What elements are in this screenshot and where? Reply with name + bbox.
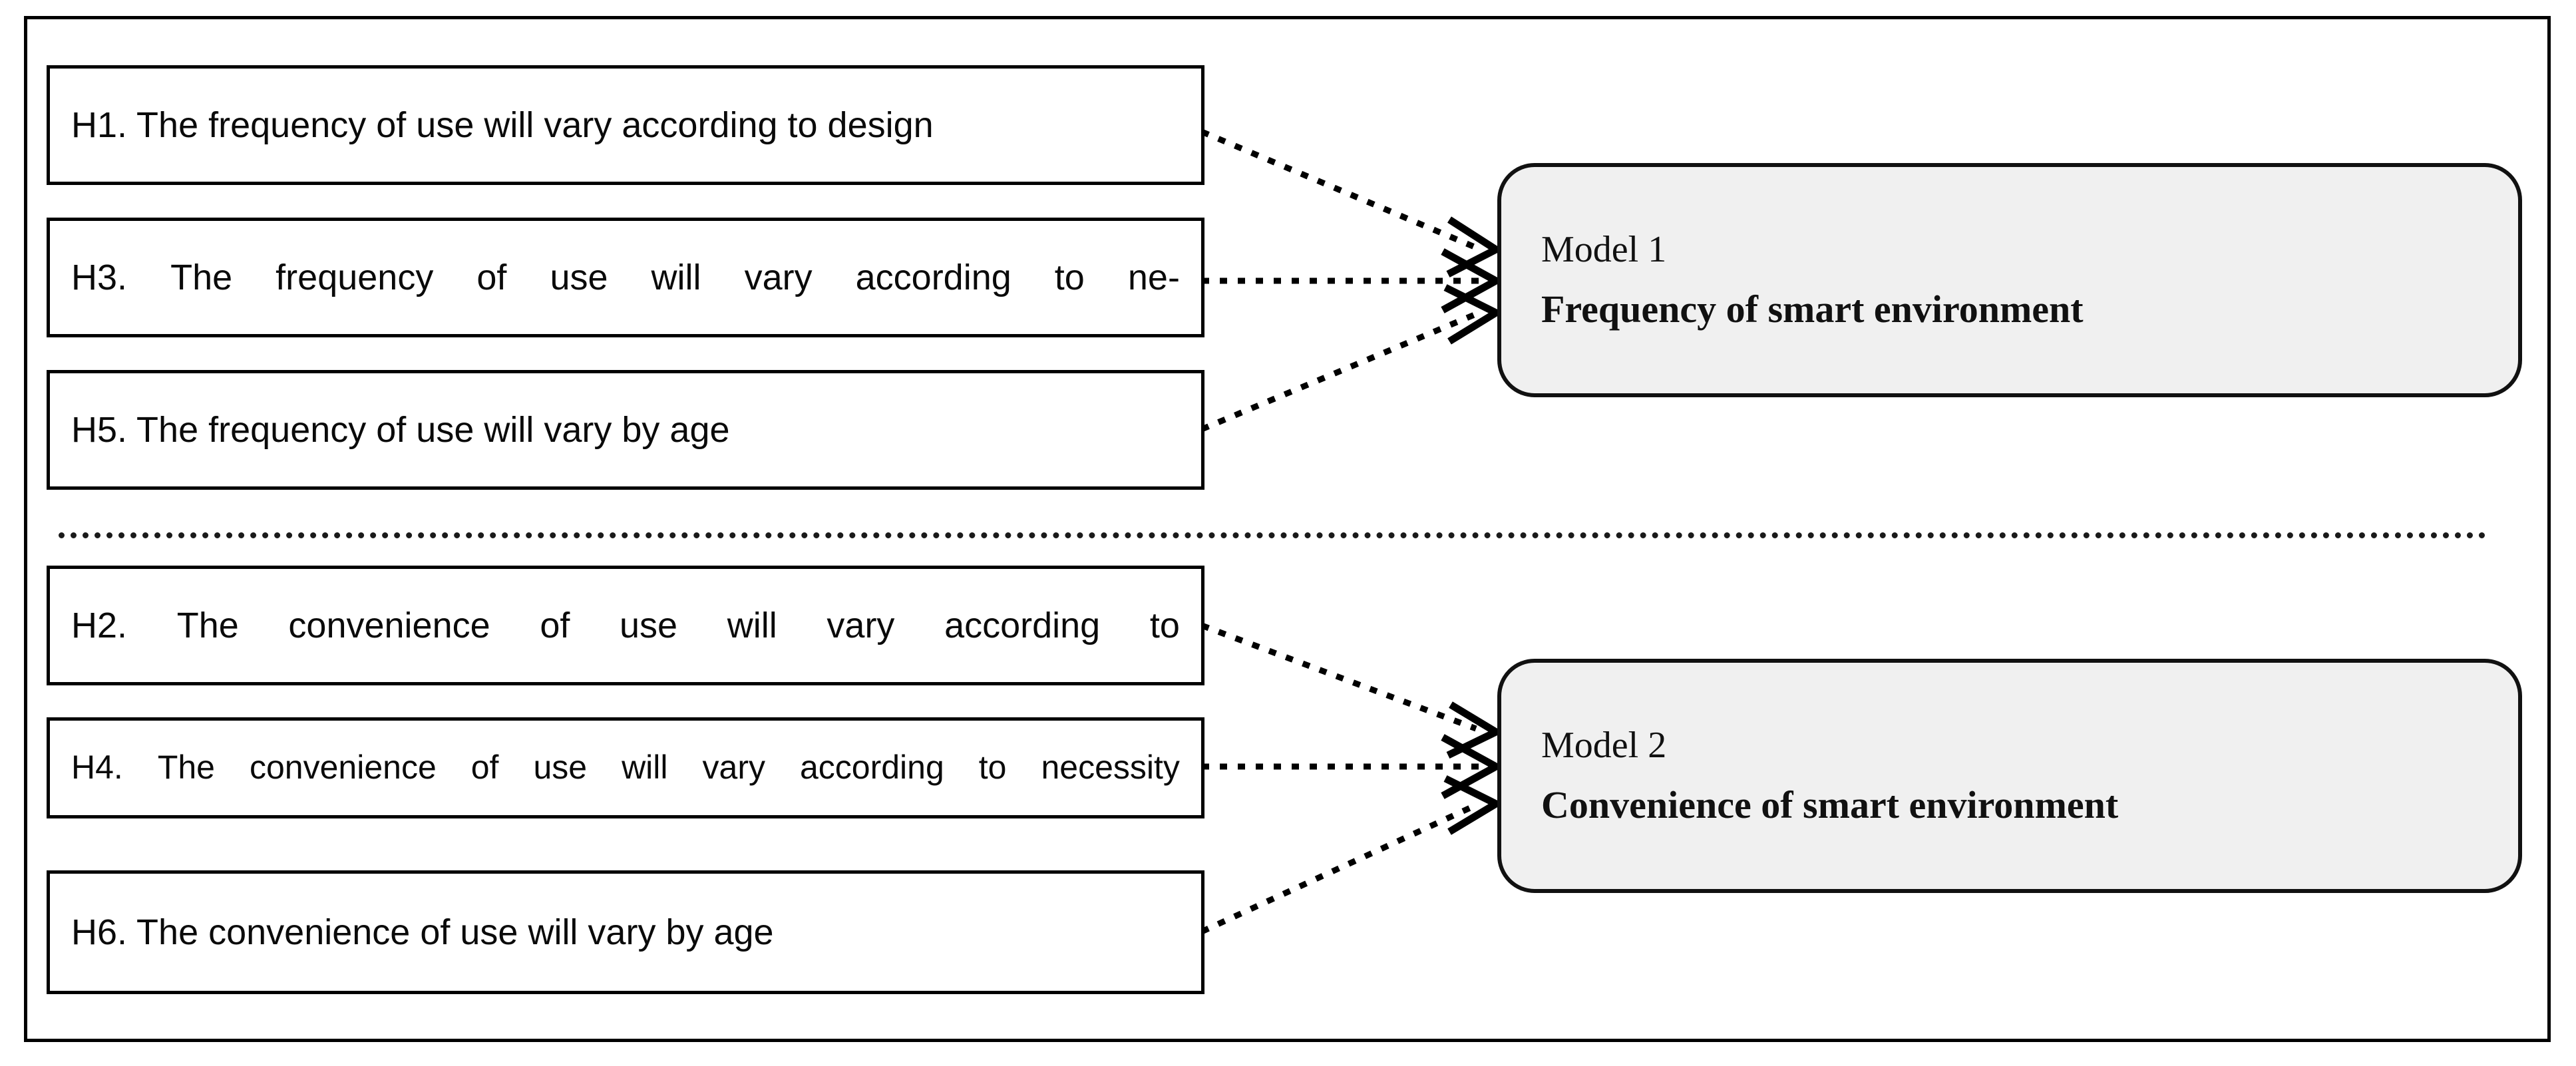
model-2-name: Convenience of smart environment [1541,783,2119,826]
hypothesis-label-h1: H1. The frequency of use will vary accor… [71,104,934,145]
outer-frame-border [24,16,2551,1042]
model-box-1[interactable]: Model 1 Frequency of smart environment [1497,163,2522,397]
hypothesis-box-h5[interactable]: H5. The frequency of use will vary by ag… [47,370,1204,490]
model-1-number: Model 1 [1541,229,1667,271]
model-2-number: Model 2 [1541,725,1667,767]
model-1-name: Frequency of smart environment [1541,287,2084,331]
hypothesis-label-h6: H6. The convenience of use will vary by … [71,912,774,952]
hypothesis-box-h6[interactable]: H6. The convenience of use will vary by … [47,870,1204,994]
model-box-2[interactable]: Model 2 Convenience of smart environment [1497,659,2522,893]
hypothesis-box-h1[interactable]: H1. The frequency of use will vary accor… [47,65,1204,185]
hypothesis-label-h5: H5. The frequency of use will vary by ag… [71,409,730,450]
group-separator-line [59,532,2486,538]
